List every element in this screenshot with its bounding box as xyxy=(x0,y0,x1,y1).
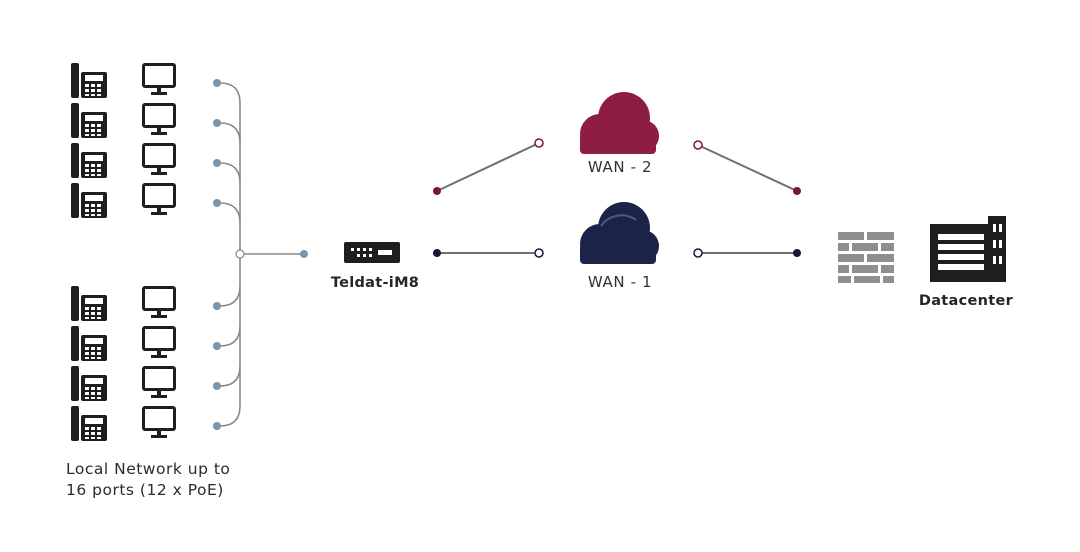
lan-uplink-dot xyxy=(300,250,308,258)
lan-bus xyxy=(213,79,308,430)
firewall-icon xyxy=(838,232,894,283)
wan1-cloud-icon xyxy=(580,202,659,264)
wan1-port-right xyxy=(693,248,703,258)
wan2-cloud-icon xyxy=(580,92,659,154)
wan2-dot-right xyxy=(793,187,801,195)
lan-branch-line xyxy=(217,122,241,144)
desk-phone-icon xyxy=(71,286,107,321)
wan2-port-left xyxy=(534,138,544,148)
desk-phone-icon xyxy=(71,366,107,401)
desk-phone-icon xyxy=(71,406,107,441)
monitor-icon xyxy=(142,326,176,360)
desk-phone-icon xyxy=(71,183,107,218)
wan2-dot-left xyxy=(433,187,441,195)
lan-port-dot xyxy=(213,119,221,127)
wan1-dot-left xyxy=(433,249,441,257)
router-icon xyxy=(344,242,400,263)
lan-port-dot xyxy=(213,382,221,390)
wan1-cloud-highlight xyxy=(600,214,637,227)
lan-port-dot xyxy=(213,422,221,430)
local-network-label: Local Network up to 16 ports (12 x PoE) xyxy=(66,459,230,501)
wan1-link-right xyxy=(693,248,801,258)
lan-port-dot xyxy=(213,302,221,310)
lan-branch-line xyxy=(217,365,241,387)
lan-branch-line xyxy=(217,285,241,307)
wan1-label: WAN - 1 xyxy=(587,273,653,291)
datacenter-label: Datacenter xyxy=(918,293,1014,309)
lan-branch-line xyxy=(217,82,241,104)
lan-port-dot xyxy=(213,159,221,167)
endpoint-grid xyxy=(71,63,176,441)
lan-hub-node xyxy=(235,249,245,259)
monitor-icon xyxy=(142,406,176,440)
monitor-icon xyxy=(142,183,176,217)
desk-phone-icon xyxy=(71,326,107,361)
monitor-icon xyxy=(142,286,176,320)
wan1-dot-right xyxy=(793,249,801,257)
lan-port-dot xyxy=(213,199,221,207)
local-network-label-line2: 16 ports (12 x PoE) xyxy=(66,481,224,499)
monitor-icon xyxy=(142,63,176,97)
wan2-label: WAN - 2 xyxy=(587,158,653,176)
lan-port-dot xyxy=(213,79,221,87)
datacenter-icon xyxy=(930,216,1006,282)
monitor-icon xyxy=(142,103,176,137)
wan2-link-right xyxy=(693,140,801,195)
monitor-icon xyxy=(142,143,176,177)
wan2-port-right xyxy=(693,140,703,150)
lan-branch-line xyxy=(217,405,241,427)
lan-branch-line xyxy=(217,325,241,347)
wan1-link-left xyxy=(433,248,544,258)
wan2-link-left xyxy=(433,138,544,195)
lan-port-dot xyxy=(213,342,221,350)
desk-phone-icon xyxy=(71,143,107,178)
lan-branch-line xyxy=(217,202,241,224)
local-network-label-line1: Local Network up to xyxy=(66,460,231,478)
lan-branch-line xyxy=(217,162,241,184)
desk-phone-icon xyxy=(71,63,107,98)
router-label: Teldat-iM8 xyxy=(330,275,420,291)
monitor-icon xyxy=(142,366,176,400)
desk-phone-icon xyxy=(71,103,107,138)
wan1-port-left xyxy=(534,248,544,258)
